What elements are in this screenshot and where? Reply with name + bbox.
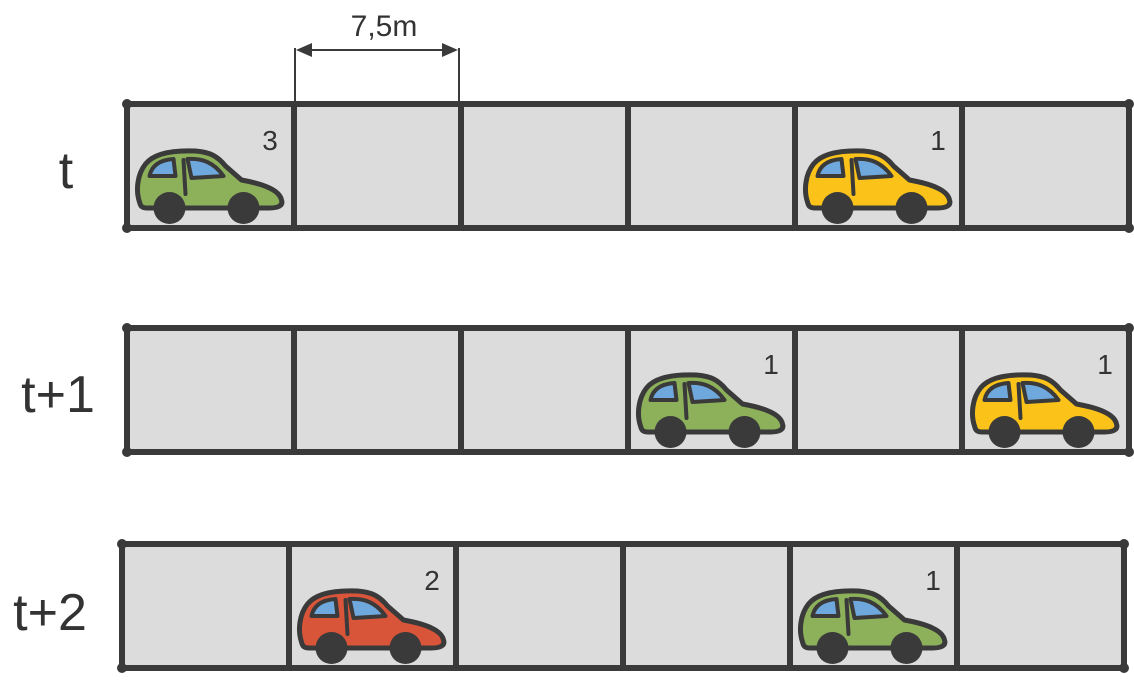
corner-dot	[1124, 447, 1134, 457]
car-speed-label: 1	[1097, 349, 1113, 380]
car-green: 3	[135, 125, 285, 224]
car-icon	[297, 588, 447, 664]
car-speed-label: 1	[925, 565, 941, 596]
road-cell	[291, 325, 464, 455]
corner-dot	[117, 663, 127, 673]
car-door-line	[682, 382, 689, 420]
road-cell	[458, 325, 631, 455]
road-cell	[453, 541, 626, 671]
car-wheel-rear	[988, 416, 1021, 448]
corner-dot	[122, 223, 132, 233]
car-wheel-front	[890, 632, 923, 664]
time-rows: t 3 1 t+1 1 1 t+2 2 1	[13, 99, 1134, 673]
car-window-front	[185, 156, 226, 180]
car-window-front	[347, 596, 388, 620]
car-wheel-rear	[315, 632, 348, 664]
car-window-front	[853, 156, 894, 180]
car-window-front	[1020, 380, 1061, 404]
car-window-rear	[648, 381, 679, 402]
road-cell	[458, 101, 631, 231]
car-red: 2	[297, 565, 447, 664]
car-window-rear	[815, 157, 846, 178]
car-speed-label: 1	[930, 125, 946, 156]
road-cell	[792, 325, 965, 455]
car-wheel-front	[728, 416, 761, 448]
car-icon	[636, 372, 786, 448]
car-window-front	[686, 380, 727, 404]
car-icon	[803, 148, 953, 224]
car-door-line	[844, 598, 851, 636]
car-door-line	[1016, 382, 1023, 420]
car-icon	[135, 148, 285, 224]
road-cell	[291, 101, 464, 231]
car-icon	[798, 588, 948, 664]
car-speed-label: 3	[262, 125, 278, 156]
car-green: 1	[798, 565, 948, 664]
road-cell	[620, 541, 793, 671]
corner-dot	[1119, 663, 1129, 673]
time-row: t+2 2 1	[13, 539, 1129, 673]
corner-dot	[1124, 323, 1134, 333]
corner-dot	[122, 99, 132, 109]
road-cell	[959, 101, 1132, 231]
dimension-arrow-left	[296, 43, 312, 57]
dimension-arrow-right	[442, 43, 458, 57]
time-row: t+1 1 1	[21, 323, 1134, 457]
car-wheel-front	[895, 192, 928, 224]
car-window-rear	[982, 381, 1013, 402]
corner-dot	[117, 539, 127, 549]
corner-dot	[1119, 539, 1129, 549]
road-cell	[119, 541, 292, 671]
road-cell	[625, 101, 798, 231]
car-yellow: 1	[803, 125, 953, 224]
time-row: t 3 1	[59, 99, 1134, 233]
car-wheel-rear	[654, 416, 687, 448]
car-window-front	[848, 596, 889, 620]
corner-dot	[122, 323, 132, 333]
car-green: 1	[636, 349, 786, 448]
car-wheel-front	[227, 192, 260, 224]
time-step-label: t	[59, 142, 74, 200]
corner-dot	[122, 447, 132, 457]
corner-dot	[1124, 223, 1134, 233]
car-speed-label: 2	[424, 565, 440, 596]
corner-dot	[1124, 99, 1134, 109]
car-wheel-front	[389, 632, 422, 664]
time-step-label: t+1	[21, 366, 95, 424]
road-cell	[954, 541, 1127, 671]
car-wheel-front	[1062, 416, 1095, 448]
car-window-rear	[810, 597, 841, 618]
car-door-line	[343, 598, 350, 636]
car-wheel-rear	[816, 632, 849, 664]
car-window-rear	[147, 157, 178, 178]
car-wheel-rear	[153, 192, 186, 224]
car-window-rear	[309, 597, 340, 618]
car-door-line	[181, 158, 188, 196]
car-yellow: 1	[970, 349, 1120, 448]
car-door-line	[849, 158, 856, 196]
car-wheel-rear	[821, 192, 854, 224]
cell-size-dimension: 7,5m	[294, 10, 460, 104]
time-step-label: t+2	[13, 584, 87, 642]
car-icon	[970, 372, 1120, 448]
cell-size-label: 7,5m	[351, 10, 418, 43]
car-speed-label: 1	[763, 349, 779, 380]
road-cell	[124, 325, 297, 455]
